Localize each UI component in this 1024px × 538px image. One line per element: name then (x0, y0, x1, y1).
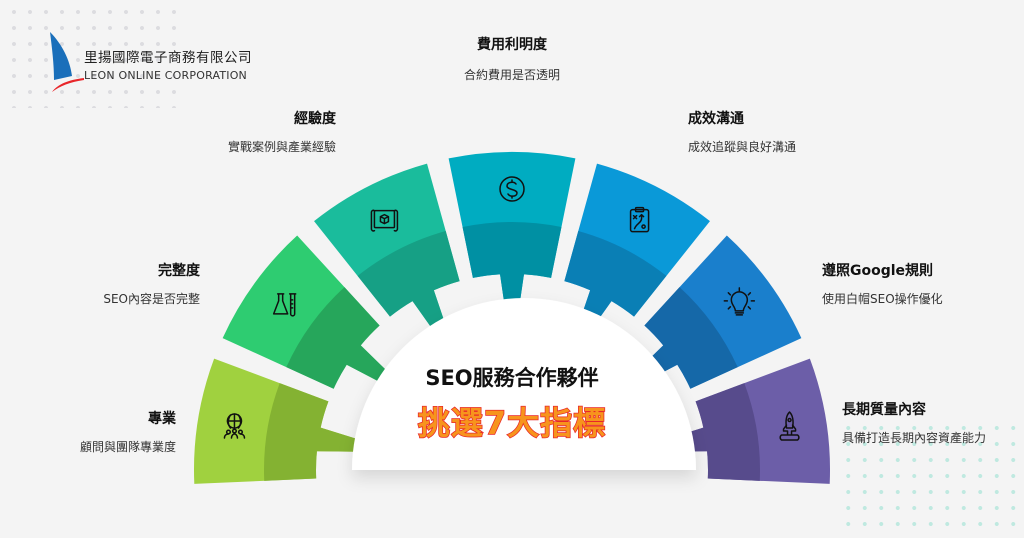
lab-flask-icon (272, 293, 297, 317)
dollar-icon (499, 176, 525, 202)
criterion-segment-band (264, 383, 400, 481)
criterion-desc: 實戰案例與產業經驗 (227, 140, 336, 154)
sail-logo-icon (50, 32, 84, 92)
globe-team-icon (223, 413, 246, 439)
criterion-5-label: 成效溝通 成效追蹤與良好溝通 (688, 108, 868, 155)
criterion-6-label: 遵照Google規則 使用白帽SEO操作優化 (822, 260, 1012, 307)
company-name-cn: 里揚國際電子商務有限公司 (84, 50, 252, 66)
dot-pattern-top-left (6, 4, 186, 108)
criterion-desc: 成效追蹤與良好溝通 (688, 140, 797, 154)
criterion-segment-band (462, 221, 562, 356)
criterion-desc: SEO內容是否完整 (103, 292, 200, 306)
criterion-3-label: 經驗度 實戰案例與產業經驗 (160, 108, 336, 155)
criterion-segment-band (357, 231, 461, 369)
criterion-desc: 具備打造長期內容資產能力 (842, 431, 987, 445)
criterion-4-label: 費用利明度 合約費用是否透明 (442, 34, 582, 83)
criterion-title: 成效溝通 (688, 111, 744, 127)
lightbulb-icon (723, 287, 756, 316)
criterion-title: 長期質量內容 (842, 402, 926, 418)
criterion-desc: 使用白帽SEO操作優化 (822, 292, 943, 306)
criterion-segment-band (563, 231, 667, 369)
criterion-title: 經驗度 (294, 111, 336, 127)
criterion-desc: 合約費用是否透明 (463, 68, 560, 82)
criterion-2-label: 完整度 SEO內容是否完整 (40, 260, 200, 307)
criterion-title: 專業 (148, 411, 176, 427)
company-logo: 里揚國際電子商務有限公司 LEON ONLINE CORPORATION (44, 30, 252, 94)
center-title: SEO服務合作夥伴 (425, 366, 599, 390)
criterion-7-label: 長期質量內容 具備打造長期內容資產能力 (842, 399, 1024, 446)
criterion-1-label: 專業 顧問與團隊專業度 (40, 408, 176, 455)
blueprint-scroll-icon (370, 209, 399, 232)
criterion-segment-band (624, 383, 760, 481)
criterion-title: 完整度 (158, 263, 200, 279)
criterion-title: 遵照Google規則 (822, 263, 934, 279)
dot-pattern-bottom-right (840, 420, 1024, 538)
criterion-title: 費用利明度 (477, 37, 547, 53)
center-half-disc (352, 298, 696, 470)
company-name-en: LEON ONLINE CORPORATION (84, 69, 247, 82)
criterion-desc: 顧問與團隊專業度 (79, 440, 176, 454)
center-subtitle: 挑選7大指標 (417, 403, 607, 443)
strategy-clipboard-icon (629, 206, 650, 233)
rocket-icon (779, 411, 800, 441)
